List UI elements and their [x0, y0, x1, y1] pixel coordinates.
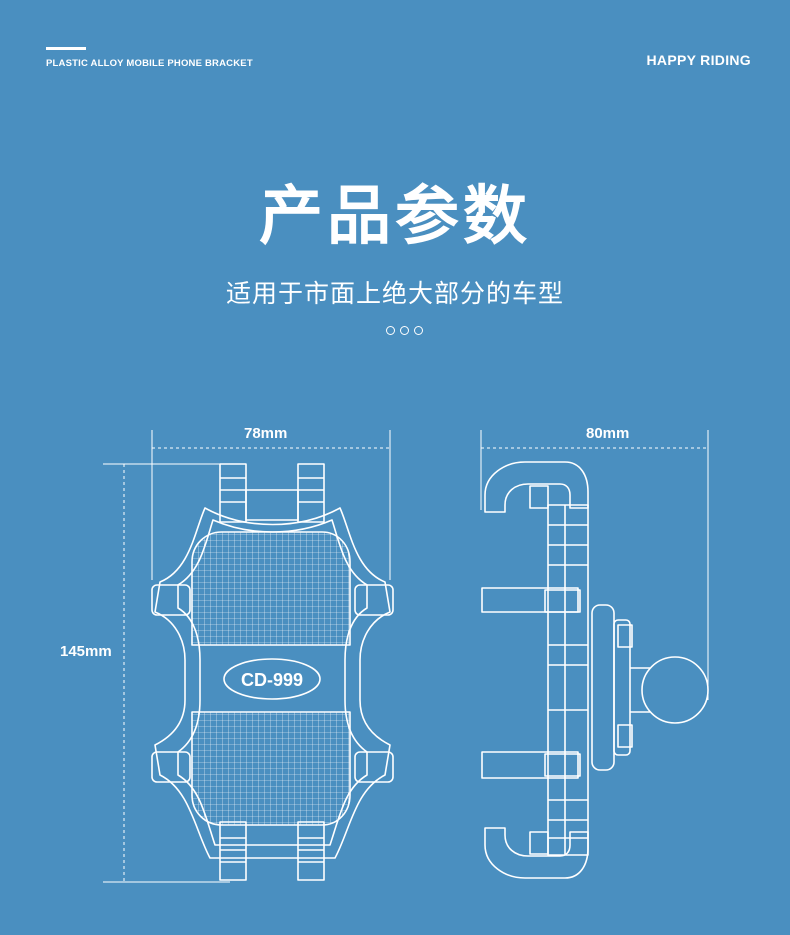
height-label: 145mm [60, 643, 112, 660]
page-subtitle: 适用于市面上绝大部分的车型 [225, 279, 564, 308]
front-view [151, 463, 394, 881]
dot-icon [414, 326, 423, 335]
page-title: 产品参数 [259, 180, 531, 254]
header-accent-line [46, 47, 86, 50]
front-width-label: 78mm [244, 425, 288, 442]
slogan-label: HAPPY RIDING [646, 52, 751, 68]
dot-icon [386, 326, 395, 335]
dot-icon [400, 326, 409, 335]
model-label: CD-999 [241, 670, 303, 690]
decorative-dots [386, 326, 423, 335]
side-view [481, 461, 709, 879]
side-width-label: 80mm [586, 425, 630, 442]
product-type-label: PLASTIC ALLOY MOBILE PHONE BRACKET [46, 58, 253, 69]
dimension-lines [103, 430, 709, 883]
